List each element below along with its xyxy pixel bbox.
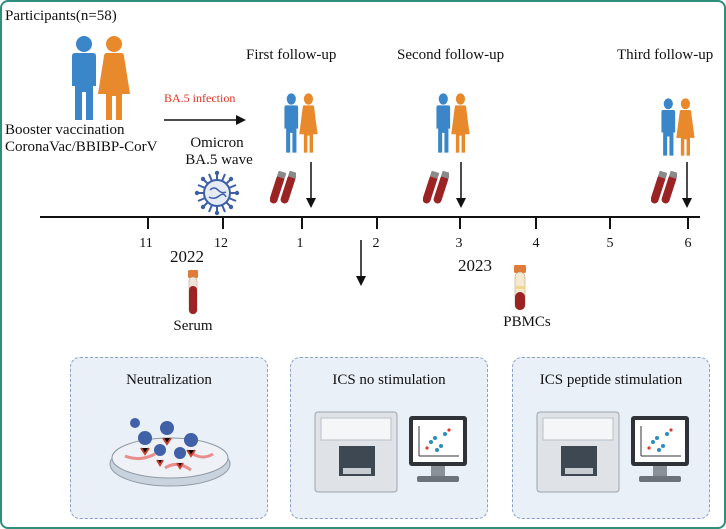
neutralization-panel: Neutralization [70, 357, 268, 519]
neutralization-title: Neutralization [126, 372, 212, 388]
first-followup-down-arrow [306, 162, 316, 208]
tick-label-2: 2 [372, 236, 380, 251]
ics-peptide-stimulation-title: ICS peptide stimulation [539, 372, 683, 388]
first-followup-couple-icon [284, 93, 318, 153]
third-followup-couple-icon [661, 98, 695, 156]
flow-cytometer-workstation-icon [536, 411, 689, 493]
ics-no-stimulation-panel: ICS no stimulation [290, 357, 488, 519]
tick-label-11: 11 [139, 236, 153, 251]
pbmc-tube-icon [514, 265, 526, 311]
infection-arrow [164, 115, 246, 125]
second-followup-down-arrow [456, 162, 466, 208]
participants-label: Participants(n=58) [5, 8, 117, 24]
year-label-2023: 2023 [458, 256, 492, 275]
first-followup-label: First follow-up [246, 47, 337, 63]
omicron-label-line2: BA.5 wave [185, 152, 253, 168]
tick-label-4: 4 [532, 236, 540, 251]
third-followup-blood-tubes-icon [651, 170, 677, 204]
second-followup-blood-tubes-icon [423, 170, 449, 204]
second-followup-label: Second follow-up [397, 47, 505, 63]
ics-no-stimulation-title: ICS no stimulation [332, 372, 446, 388]
ics-peptide-stimulation-panel: ICS peptide stimulation [512, 357, 710, 519]
tick-label-3: 3 [455, 236, 463, 251]
pbmcs-label: PBMCs [503, 314, 551, 330]
third-followup-label: Third follow-up [617, 47, 714, 63]
timeline-axis [40, 216, 700, 229]
first-followup-blood-tubes-icon [270, 170, 296, 204]
below-timeline-down-arrow [356, 240, 366, 286]
flow-cytometer-workstation-icon [314, 411, 467, 493]
participants-couple-icon [72, 36, 130, 120]
petri-dish-icon [109, 418, 231, 487]
serum-tube-icon [188, 270, 198, 315]
third-followup-down-arrow [682, 162, 692, 208]
tick-label-1: 1 [296, 236, 304, 251]
virus-icon [194, 170, 240, 216]
tick-label-5: 5 [606, 236, 614, 251]
second-followup-couple-icon [436, 93, 470, 153]
omicron-label-line1: Omicron [190, 135, 244, 151]
vaccination-label-line1: Booster vaccination [5, 122, 125, 138]
vaccination-label-line2: CoronaVac/BBIBP-CorV [5, 139, 158, 155]
year-label-2022: 2022 [170, 247, 204, 266]
serum-label: Serum [173, 318, 213, 334]
tick-label-12: 12 [214, 236, 228, 251]
tick-label-6: 6 [684, 236, 692, 251]
infection-label: BA.5 infection [164, 91, 236, 105]
